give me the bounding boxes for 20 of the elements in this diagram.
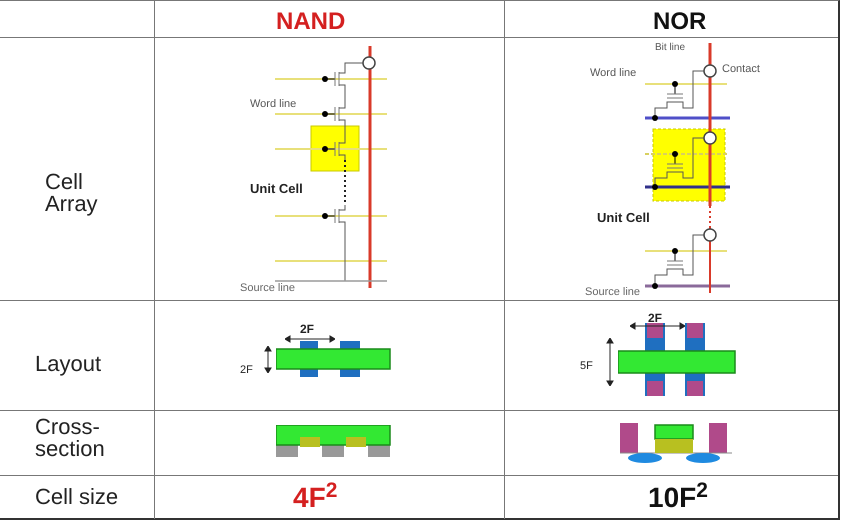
dimension-label: 2F bbox=[648, 312, 662, 324]
contact-label: Contact bbox=[722, 64, 760, 75]
dimension-label: 5F bbox=[580, 361, 593, 372]
row-header: Cell size bbox=[35, 486, 118, 508]
word-line-label: Word line bbox=[250, 99, 296, 110]
cell-size-value: 4F$^{2}$ bbox=[293, 484, 338, 512]
row-header: Layout bbox=[35, 353, 102, 375]
source-line-label: Source line bbox=[240, 283, 296, 294]
unit-cell-label: Unit Cell bbox=[597, 211, 650, 224]
source-line-label: Source line bbox=[585, 287, 640, 298]
cell-size-value: 10F$^{2}$ bbox=[648, 484, 708, 512]
word-line-label: Word line bbox=[590, 68, 636, 79]
bit-line-label: Bit line bbox=[655, 43, 686, 53]
row-header: Cross-section bbox=[35, 416, 106, 460]
unit-cell-label: Unit Cell bbox=[250, 182, 303, 195]
column-header: NAND bbox=[276, 10, 346, 34]
row-header: Cell Array bbox=[45, 171, 99, 215]
dimension-label: 2F bbox=[240, 365, 253, 376]
column-header: NOR bbox=[653, 10, 706, 34]
dimension-label: 2F bbox=[300, 323, 314, 335]
